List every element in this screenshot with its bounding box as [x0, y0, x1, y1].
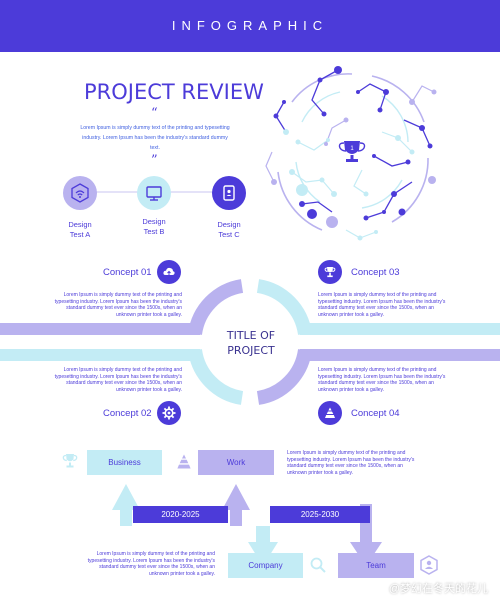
cloud-upload-icon [163, 267, 175, 276]
open-quote: “ [151, 106, 158, 121]
concept-01-text: Lorem Ipsum is simply dummy text of the … [54, 292, 182, 318]
trophy-icon [324, 267, 336, 278]
center-title-line2: PROJECT [227, 344, 275, 357]
business-box: Business [87, 450, 162, 475]
process-text-right: Lorem Ipsum is simply dummy text of the … [287, 450, 415, 476]
concept-03-label: Concept 03 [351, 267, 400, 278]
search-icon [310, 557, 326, 573]
period-2020-2025: 2020-2025 [133, 506, 228, 523]
center-title-line1: TITLE OF [226, 329, 276, 342]
process-pyramid-icon [177, 454, 191, 469]
team-box: Team [338, 553, 414, 578]
trophy-icon: 1 [338, 141, 366, 162]
concept-02-icon-circle [157, 401, 181, 425]
design-test-b-label: Design Test B [124, 217, 184, 237]
concept-01-icon-circle [157, 260, 181, 284]
work-box: Work [198, 450, 274, 475]
design-test-c-circle [212, 176, 246, 210]
pyramid-icon [325, 407, 335, 418]
intro-text: Lorem Ipsum is simply dummy text of the … [80, 125, 230, 151]
process-text-left: Lorem Ipsum is simply dummy text of the … [87, 551, 215, 577]
design-test-b-line1: Design [142, 217, 166, 226]
design-test-c-line2: Test C [218, 230, 240, 239]
concept-03-text: Lorem Ipsum is simply dummy text of the … [318, 292, 446, 318]
monitor-icon [146, 186, 162, 201]
concept-02-label: Concept 02 [103, 408, 152, 419]
network-graphic: 1 [265, 66, 437, 241]
project-review-title: PROJECT REVIEW [84, 80, 264, 104]
design-test-b-circle [137, 176, 171, 210]
concept-04-label: Concept 04 [351, 408, 400, 419]
gear-icon [162, 406, 176, 420]
header-title: INFOGRAPHIC [171, 18, 329, 33]
period-2025-2030: 2025-2030 [270, 506, 370, 523]
design-test-c-label: Design Test C [199, 220, 259, 240]
design-test-c-line1: Design [217, 220, 241, 229]
design-test-b-line2: Test B [143, 227, 165, 236]
tablet-icon [223, 185, 235, 201]
concept-04-icon-circle [318, 401, 342, 425]
team-hexagon-icon [420, 555, 438, 575]
header-banner [0, 0, 500, 52]
concept-03-icon-circle [318, 260, 342, 284]
concept-ring-graphic [0, 279, 500, 405]
design-test-a-line2: Test A [69, 230, 91, 239]
concept-04-text: Lorem Ipsum is simply dummy text of the … [318, 367, 446, 393]
svg-text:1: 1 [350, 146, 354, 152]
design-test-a-label: Design Test A [50, 220, 110, 240]
process-trophy-icon [62, 454, 78, 468]
center-title: TITLE OF PROJECT [203, 328, 299, 358]
design-test-a-line1: Design [68, 220, 92, 229]
close-quote: ” [151, 153, 158, 168]
design-test-a-circle [63, 176, 97, 210]
process-flow-graphic [112, 484, 382, 566]
concept-01-label: Concept 01 [103, 267, 152, 278]
concept-02-text: Lorem Ipsum is simply dummy text of the … [54, 367, 182, 393]
wifi-hexagon-icon [71, 183, 89, 203]
company-box: Company [228, 553, 303, 578]
watermark: @梦幻在冬天的花儿 [388, 583, 488, 595]
